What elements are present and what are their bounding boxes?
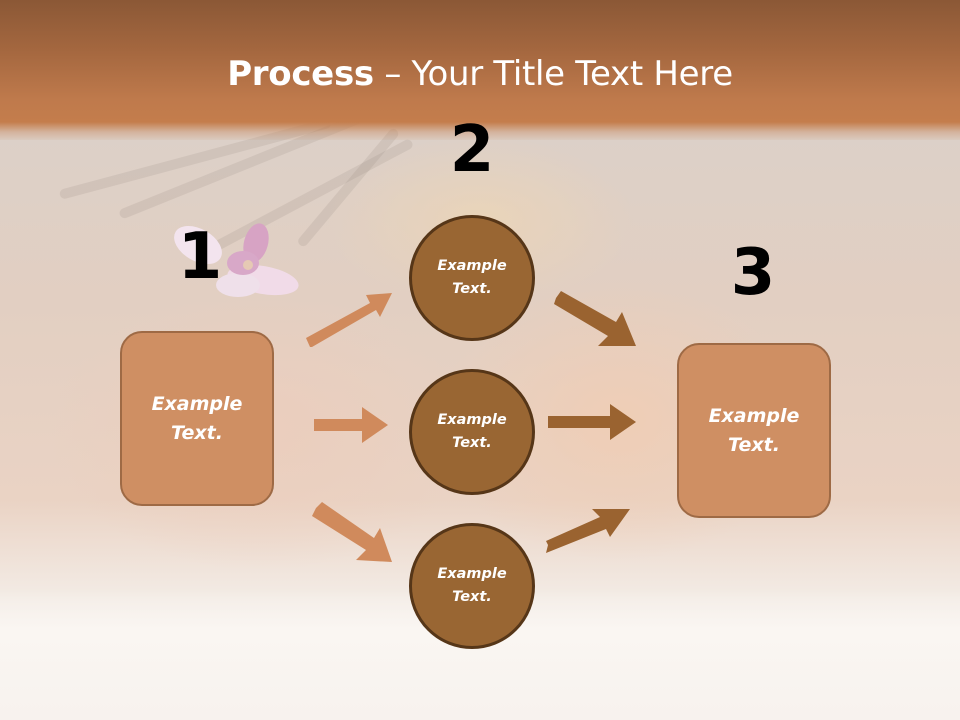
arrow-right-icon: [314, 407, 388, 443]
step-number-3: 3: [730, 236, 776, 310]
orchid-flower-icon: [174, 223, 299, 297]
step2-circle-middle[interactable]: Example Text.: [409, 369, 535, 495]
step3-box-text-line1: Example: [708, 404, 800, 427]
step-number-2: 2: [449, 113, 495, 187]
step2-circle-top[interactable]: Example Text.: [409, 215, 535, 341]
circle-text-line2: Text.: [452, 589, 492, 605]
circle-text-line1: Example: [437, 412, 507, 428]
circle-text-line1: Example: [437, 566, 507, 582]
title-bold-part: Process: [227, 54, 374, 94]
circle-text-line2: Text.: [452, 281, 492, 297]
palm-leaf-decoration: [296, 126, 401, 249]
title-rest-part: – Your Title Text Here: [373, 54, 733, 94]
slide-title: Process – Your Title Text Here: [0, 54, 960, 94]
step1-box-text-line1: Example: [151, 392, 243, 415]
step1-box[interactable]: Example Text.: [120, 331, 274, 506]
arrow-down-right-icon: [312, 502, 392, 562]
step-number-1: 1: [177, 220, 223, 294]
arrow-up-right-icon: [546, 509, 630, 553]
arrow-up-right-icon: [306, 293, 392, 347]
title-band: [0, 0, 960, 140]
step3-box[interactable]: Example Text.: [677, 343, 831, 518]
arrow-down-right-icon: [554, 291, 636, 346]
step1-box-text-line2: Text.: [171, 421, 223, 444]
step2-circle-bottom[interactable]: Example Text.: [409, 523, 535, 649]
arrow-right-icon: [548, 404, 636, 440]
step3-box-text-line2: Text.: [728, 433, 780, 456]
circle-text-line1: Example: [437, 258, 507, 274]
circle-text-line2: Text.: [452, 435, 492, 451]
